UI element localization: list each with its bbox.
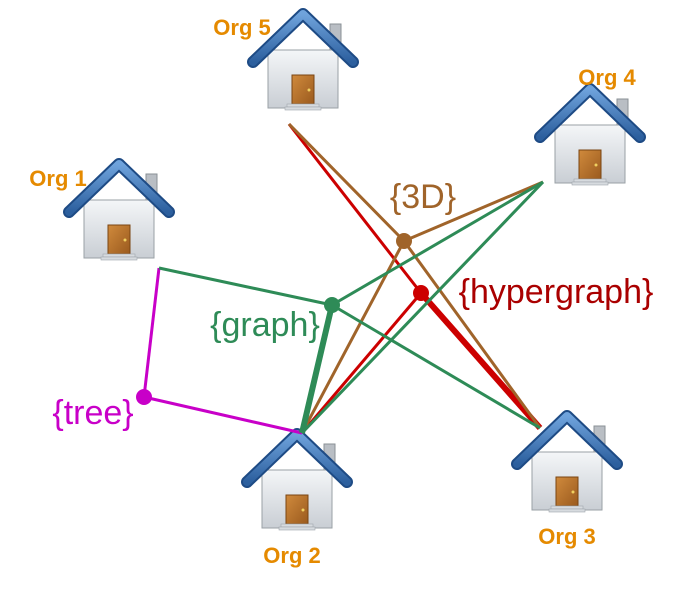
hypergraph-hub-node [413, 285, 429, 301]
org2-house-icon [247, 434, 347, 530]
three-d-edge-org4 [403, 180, 544, 243]
tree-edges [142, 267, 303, 435]
org1-label: Org 1 [29, 166, 86, 191]
tree-edge-org2 [143, 395, 303, 435]
hypergraph-label: {hypergraph} [459, 273, 654, 311]
graph-edge-org3 [331, 303, 541, 430]
org3-house-icon [517, 416, 617, 512]
graph-edge-org4 [331, 180, 544, 307]
three-d-edges [287, 122, 544, 434]
graph-edge-org1 [158, 266, 333, 307]
graph-label: {graph} [210, 306, 320, 344]
hypergraph-edge-org3 [418, 291, 543, 430]
three-d-hub-node [396, 233, 412, 249]
org5-label: Org 5 [213, 15, 270, 40]
graph-edges [158, 180, 545, 435]
graph-edge-org2 [299, 304, 335, 434]
org4-label: Org 4 [578, 65, 636, 90]
hypergraph-edge-org2 [300, 292, 423, 434]
three-d-edge-org5 [287, 122, 406, 243]
org4-house-icon [540, 89, 640, 185]
tree-label: {tree} [52, 394, 133, 432]
three-d-edge-org3 [402, 240, 542, 429]
graph-hub-node [324, 297, 340, 313]
org2-label: Org 2 [263, 543, 320, 568]
org3-label: Org 3 [538, 524, 595, 549]
graph-edge-org4-org2 [300, 180, 545, 435]
tree-hub-node [136, 389, 152, 405]
tree-edge-org1 [142, 267, 161, 398]
three-d-label: {3D} [390, 178, 456, 216]
